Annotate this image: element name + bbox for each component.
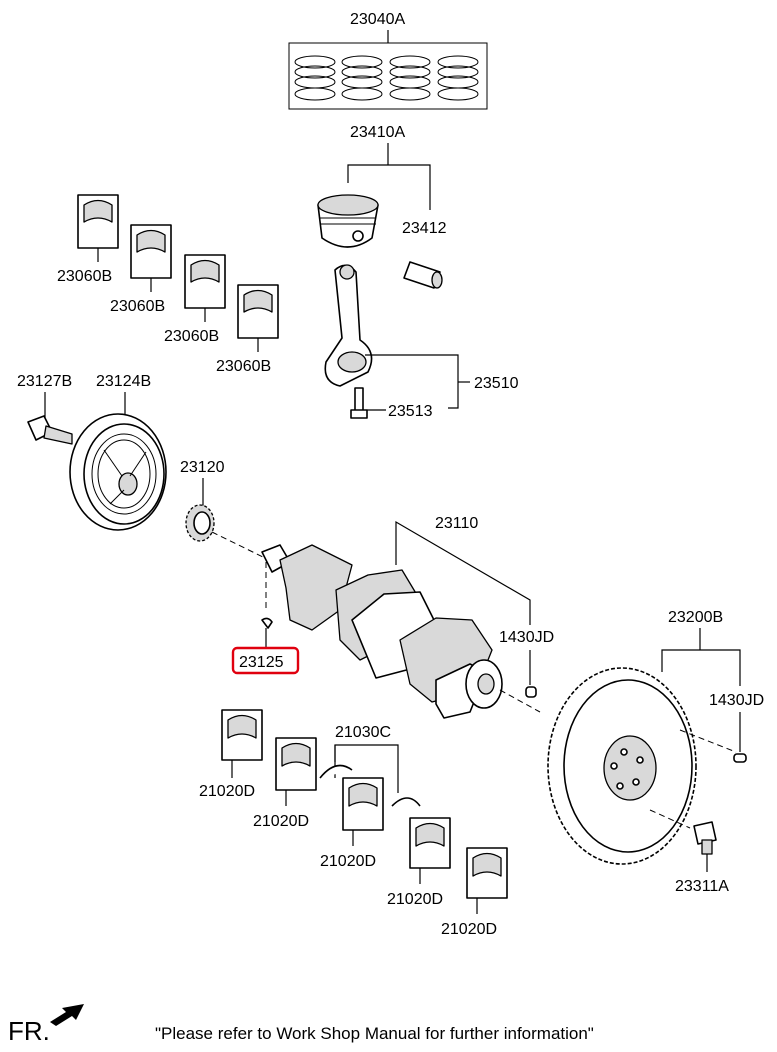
label-23125[interactable]: 23125 <box>239 654 284 671</box>
lower-bearing-3[interactable] <box>342 777 384 831</box>
label-23060B-1[interactable]: 23060B <box>57 268 112 285</box>
pulley-bolt[interactable] <box>27 415 73 445</box>
label-23410A[interactable]: 23410A <box>350 124 405 141</box>
label-23120[interactable]: 23120 <box>180 459 225 476</box>
lower-bearing-2[interactable] <box>275 737 317 791</box>
piston-pin[interactable] <box>403 261 443 289</box>
upper-bearing-3[interactable] <box>184 254 226 309</box>
crank-pulley[interactable] <box>69 413 167 531</box>
rod-bolt[interactable] <box>350 387 368 419</box>
upper-bearing-1[interactable] <box>77 194 119 249</box>
crankshaft-dowel-pin[interactable] <box>525 686 537 698</box>
label-23040A[interactable]: 23040A <box>350 11 405 28</box>
label-1430JD-2[interactable]: 1430JD <box>709 692 764 709</box>
lower-bearing-1[interactable] <box>221 709 263 761</box>
label-1430JD-1[interactable]: 1430JD <box>499 629 554 646</box>
flywheel[interactable] <box>547 667 697 865</box>
thrust-washer-right[interactable] <box>391 797 421 807</box>
lower-bearing-5[interactable] <box>466 847 508 899</box>
front-direction-arrow-icon <box>50 1004 84 1026</box>
flywheel-dowel-pin[interactable] <box>733 753 747 763</box>
upper-bearing-4[interactable] <box>237 284 279 339</box>
lower-bearing-4[interactable] <box>409 817 451 869</box>
label-21030C[interactable]: 21030C <box>335 724 391 741</box>
label-23060B-2[interactable]: 23060B <box>110 298 165 315</box>
label-23311A[interactable]: 23311A <box>675 878 729 895</box>
label-21020D-3[interactable]: 21020D <box>320 853 376 870</box>
label-23513[interactable]: 23513 <box>388 403 433 420</box>
label-21020D-1[interactable]: 21020D <box>199 783 255 800</box>
upper-bearing-2[interactable] <box>130 224 172 279</box>
connecting-rod[interactable] <box>324 264 373 387</box>
crankshaft[interactable] <box>261 544 503 719</box>
label-23412[interactable]: 23412 <box>402 220 447 237</box>
front-direction-label: FR. <box>8 1016 50 1046</box>
woodruff-key[interactable] <box>261 617 273 629</box>
label-21020D-4[interactable]: 21020D <box>387 891 443 908</box>
label-23127B[interactable]: 23127B <box>17 373 72 390</box>
piston[interactable] <box>317 194 379 248</box>
label-23200B[interactable]: 23200B <box>668 609 723 626</box>
label-23124B[interactable]: 23124B <box>96 373 151 390</box>
crank-sprocket[interactable] <box>185 504 215 542</box>
flywheel-bolt[interactable] <box>693 821 717 855</box>
piston-ring-set[interactable] <box>288 30 488 110</box>
label-23510[interactable]: 23510 <box>474 375 519 392</box>
label-21020D-5[interactable]: 21020D <box>441 921 497 938</box>
highlight-box-23125 <box>231 646 300 675</box>
footer-note: "Please refer to Work Shop Manual for fu… <box>155 1024 594 1043</box>
label-23110[interactable]: 23110 <box>435 515 478 532</box>
label-23060B-4[interactable]: 23060B <box>216 358 271 375</box>
label-21020D-2[interactable]: 21020D <box>253 813 309 830</box>
label-23060B-3[interactable]: 23060B <box>164 328 219 345</box>
thrust-washer-left[interactable] <box>319 764 353 779</box>
